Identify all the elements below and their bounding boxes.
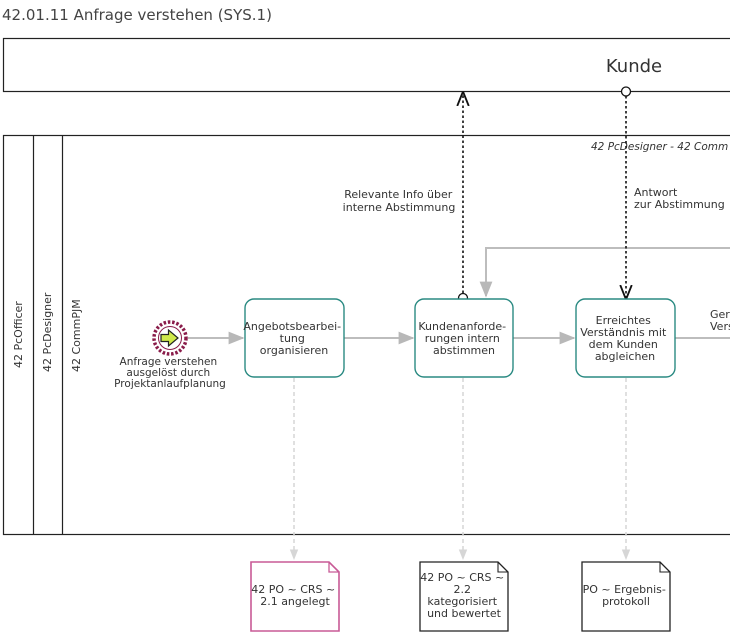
document-crs-2-1-label: 42 PO ~ CRS ~ 2.1 angelegt [251,583,339,608]
pool-kunde-label: Kunde [606,56,662,77]
label-antwort: Antwort zur Abstimmung [634,186,725,211]
document-crs-2-1[interactable] [250,561,340,632]
label-cut-off-right: Ger Vers [710,308,730,333]
lane-label-pcdesigner: 42 PcDesigner [41,292,54,372]
arrow-right-icon [160,328,179,348]
diagram-title: 42.01.11 Anfrage verstehen (SYS.1) [2,6,272,24]
lane-label-commpjm: 42 CommPJM [70,299,83,372]
task-angebotsbearbeitung-label: Angebotsbearbei- tung organisieren [243,320,344,357]
task-kundenanforderungen[interactable] [414,298,514,378]
start-event-label: Anfrage verstehen ausgelöst durch Projek… [114,356,226,390]
document-ergebnisprotokoll-label: PO ~ Ergebnis- protokoll [583,583,670,608]
task-angebotsbearbeitung[interactable] [244,298,345,378]
start-event[interactable] [152,320,188,356]
message-flow-kunde-origin [620,86,632,97]
label-relevante-info: Relevante Info über interne Abstimmung [343,188,456,214]
flow-loop-back [479,247,730,298]
task-kundenanforderungen-label: Kundenanforde- rungen intern abstimmen [418,320,509,357]
document-crs-2-2[interactable] [419,561,509,632]
task-verstaendnis-abgleichen-label: Erreichtes Verständnis mit dem Kunden ab… [580,314,670,363]
lane-label-pcofficer: 42 PcOfficer [12,301,25,368]
pool-kunde[interactable] [2,37,730,93]
document-ergebnisprotokoll[interactable] [581,561,671,632]
pool-watermark: 42 PcDesigner - 42 Comm [591,141,728,153]
document-crs-2-2-label: 42 PO ~ CRS ~ 2.2 kategorisiert und bewe… [420,571,508,620]
task-verstaendnis-abgleichen[interactable] [575,298,676,378]
